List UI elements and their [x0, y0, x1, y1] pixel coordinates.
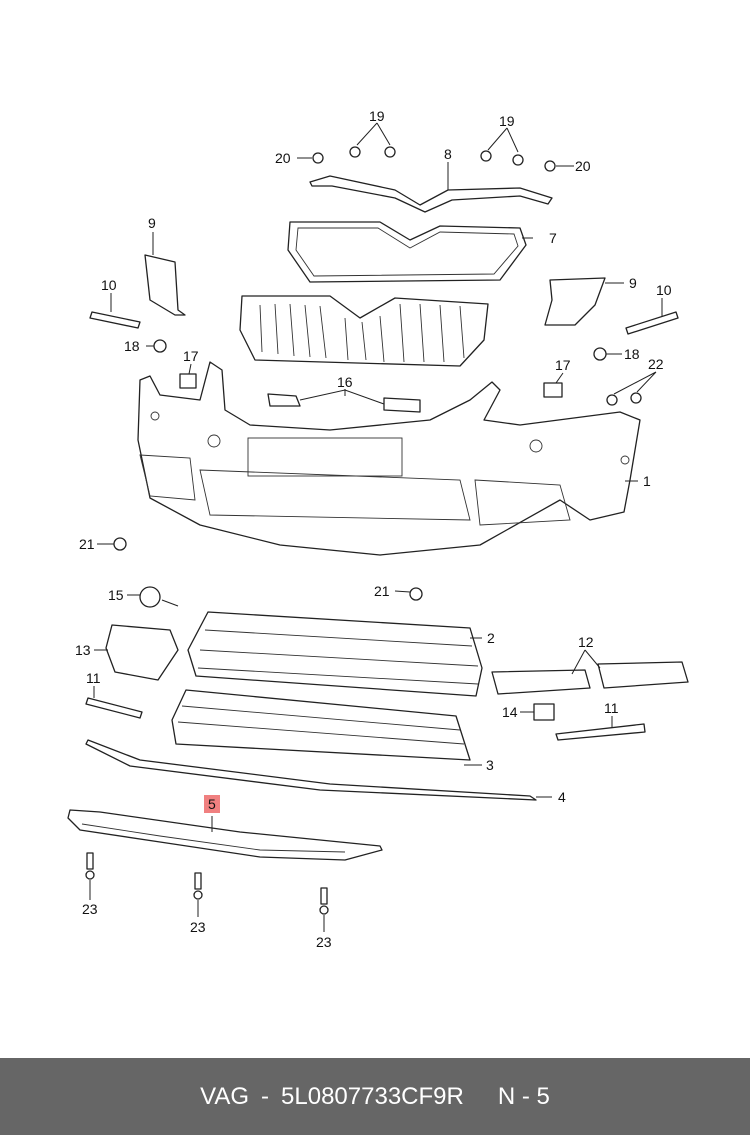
part-13-grille-left — [105, 624, 179, 681]
callout-20[interactable]: 20 — [275, 150, 291, 166]
part-19-20-22-screws — [113, 146, 642, 601]
part-3-lower-grille — [171, 689, 471, 761]
callout-7[interactable]: 7 — [549, 230, 557, 246]
part-15-cap — [139, 586, 179, 608]
part-23-bolts — [85, 852, 329, 915]
callout-8[interactable]: 8 — [444, 146, 452, 162]
part-9-bracket-left — [144, 254, 186, 316]
callout-22[interactable]: 22 — [648, 356, 664, 372]
brand: VAG — [200, 1082, 250, 1110]
callout-2[interactable]: 2 — [487, 630, 495, 646]
callout-15[interactable]: 15 — [108, 587, 124, 603]
position-label: N - 5 — [497, 1082, 550, 1110]
callout-9[interactable]: 9 — [629, 275, 637, 291]
callout-9[interactable]: 9 — [148, 215, 156, 231]
parts-diagram: 20 19 19 8 20 9 7 9 10 10 18 17 18 17 22… — [67, 108, 689, 950]
callout-12[interactable]: 12 — [578, 634, 594, 650]
callout-11[interactable]: 11 — [86, 670, 101, 686]
part-9-bracket-right — [544, 277, 606, 326]
callout-labels: 20 19 19 8 20 9 7 9 10 10 18 17 18 17 22… — [75, 108, 672, 950]
separator: - — [261, 1082, 270, 1110]
callout-18[interactable]: 18 — [124, 338, 140, 354]
part-7-grille-frame — [287, 221, 527, 283]
callout-13[interactable]: 13 — [75, 642, 91, 658]
callout-5-highlighted[interactable]: 5 — [208, 796, 216, 812]
callout-19[interactable]: 19 — [369, 108, 385, 124]
part-8-upper-trim — [309, 175, 553, 213]
leader-lines — [89, 122, 663, 932]
callout-4[interactable]: 4 — [558, 789, 566, 805]
callout-19[interactable]: 19 — [499, 113, 515, 129]
callout-23[interactable]: 23 — [82, 901, 98, 917]
callout-23[interactable]: 23 — [316, 934, 332, 950]
callout-11[interactable]: 11 — [604, 700, 619, 716]
callout-18[interactable]: 18 — [624, 346, 640, 362]
part-info-footer: VAG - 5L0807733CF9R N - 5 — [0, 1058, 750, 1135]
part-11-strips — [85, 697, 646, 741]
callout-20[interactable]: 20 — [575, 158, 591, 174]
part-17-holders — [179, 373, 563, 398]
part-2-upper-grille — [187, 611, 483, 697]
part-18-clips — [153, 339, 607, 361]
part-10-strip-right — [625, 311, 679, 335]
part-12-grilles-right — [491, 661, 689, 695]
part-14-clip — [533, 703, 555, 721]
callout-3[interactable]: 3 — [486, 757, 494, 773]
callout-17[interactable]: 17 — [555, 357, 571, 373]
callout-23[interactable]: 23 — [190, 919, 206, 935]
callout-17[interactable]: 17 — [183, 348, 199, 364]
callout-21[interactable]: 21 — [79, 536, 95, 552]
callout-16[interactable]: 16 — [337, 374, 353, 390]
callout-10[interactable]: 10 — [101, 277, 117, 293]
part-1-bumper-cover — [137, 361, 641, 556]
callout-14[interactable]: 14 — [502, 704, 518, 720]
callout-21[interactable]: 21 — [374, 583, 390, 599]
part-16-sensor-brackets — [267, 389, 421, 413]
part-6-radiator-grille — [239, 295, 489, 367]
part-5-lower-trim — [67, 809, 383, 861]
part-number: 5L0807733CF9R — [281, 1082, 464, 1110]
highlight-box-part-5 — [204, 795, 220, 813]
part-10-strip-left — [89, 311, 141, 329]
callout-1[interactable]: 1 — [643, 473, 651, 489]
callout-10[interactable]: 10 — [656, 282, 672, 298]
part-4-spoiler-strip — [85, 739, 537, 801]
